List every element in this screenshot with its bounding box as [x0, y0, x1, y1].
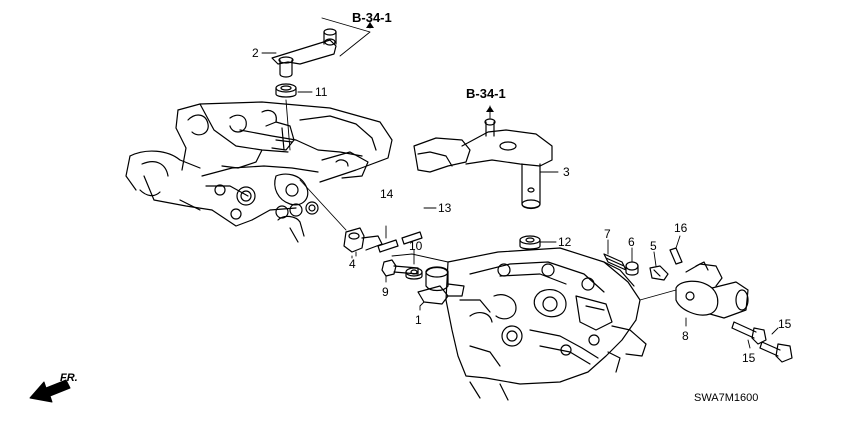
part-5-clip	[649, 265, 669, 281]
part-7-spring	[603, 253, 627, 271]
part-15-bolt-upper	[731, 321, 767, 345]
part-4-shift-piece	[343, 227, 383, 253]
callout-3: 3	[563, 165, 570, 179]
part-8-sensor	[675, 261, 749, 319]
callout-15-upper: 15	[778, 317, 792, 331]
part-12-nut	[519, 235, 541, 250]
callout-12: 12	[558, 235, 572, 249]
ref-arrow-icons	[366, 22, 494, 112]
callout-7: 7	[604, 227, 611, 241]
callout-10: 10	[409, 239, 423, 253]
diagram-code: SWA7M1600	[694, 392, 759, 404]
ref-label-upper: B-34-1	[352, 10, 392, 25]
part-2-lever	[271, 28, 337, 78]
callout-16: 16	[674, 221, 688, 235]
callout-5: 5	[650, 239, 657, 253]
callout-11: 11	[315, 85, 328, 99]
part-16-pin	[669, 247, 683, 265]
callout-1: 1	[415, 313, 422, 327]
callout-2: 2	[252, 46, 259, 60]
callout-13: 13	[438, 201, 452, 215]
part-11-nut	[275, 83, 297, 98]
part-9-bolt	[381, 259, 419, 277]
callout-14: 14	[380, 187, 394, 201]
transmission-case	[445, 247, 647, 401]
part-3-shift-arm	[413, 118, 553, 210]
fr-label: FR.	[60, 372, 78, 384]
ref-label-lower: B-34-1	[466, 86, 506, 101]
parts-13-14-pins	[377, 231, 423, 253]
part-15-bolt-lower	[759, 341, 793, 363]
callout-15-lower: 15	[742, 351, 756, 365]
fr-arrow-icon	[29, 379, 71, 403]
callout-6: 6	[628, 235, 635, 249]
callout-9: 9	[382, 285, 389, 299]
part-1-interlock	[417, 266, 465, 305]
leader-lines	[261, 17, 779, 349]
callout-8: 8	[682, 329, 689, 343]
upper-housing	[125, 101, 393, 243]
part-6-plug	[625, 261, 639, 276]
callout-4: 4	[349, 257, 356, 271]
